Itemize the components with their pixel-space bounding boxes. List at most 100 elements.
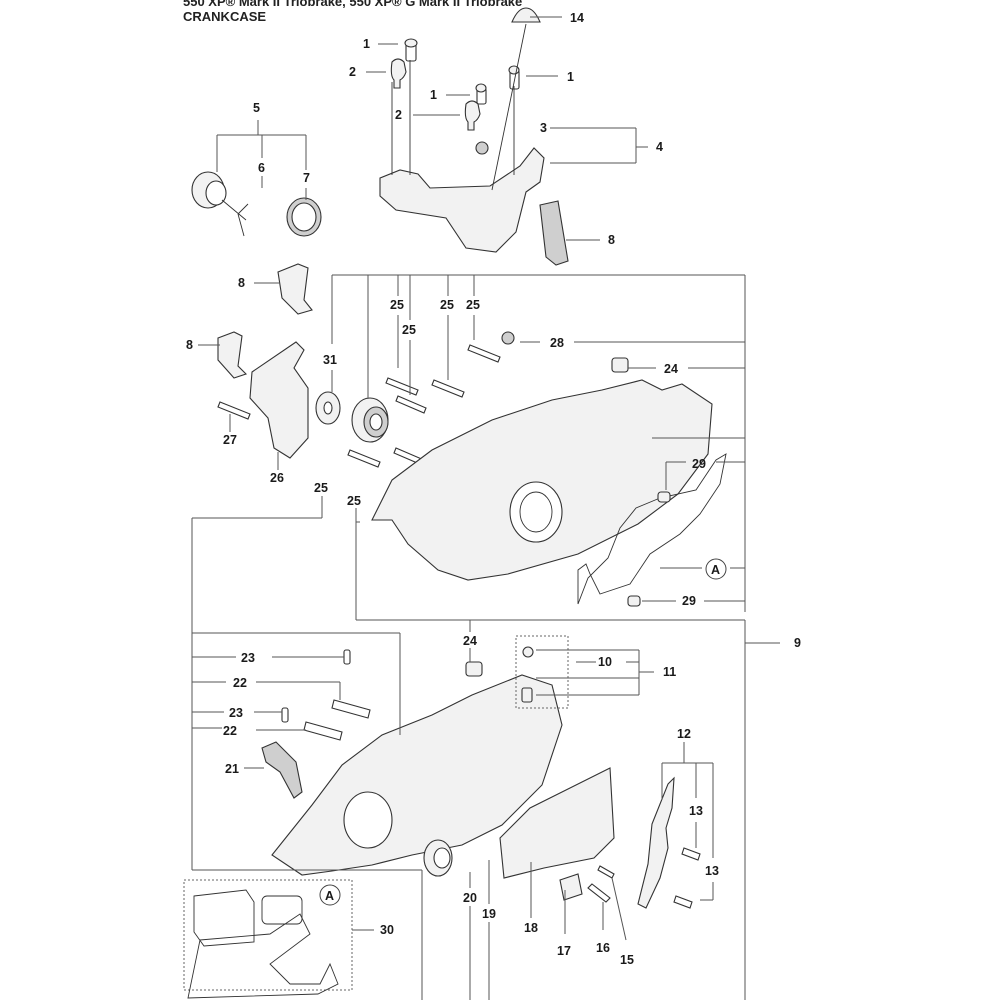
callout-22[interactable]: 22: [223, 724, 237, 738]
part-buffer-14: [511, 7, 541, 23]
callout-12[interactable]: 12: [677, 727, 691, 741]
part-gasket-A-upper: [577, 453, 727, 605]
part-sleeve-24a: [611, 357, 629, 373]
callout-19[interactable]: 19: [482, 907, 496, 921]
callout-15[interactable]: 15: [620, 953, 634, 967]
gasket-cylinder: [193, 889, 255, 947]
callout-28[interactable]: 28: [550, 336, 564, 350]
part-plate-17: [559, 873, 583, 901]
callout-6[interactable]: 6: [258, 161, 265, 175]
part-sleeve-24b: [465, 661, 483, 677]
callout-29[interactable]: 29: [682, 594, 696, 608]
callout-25[interactable]: 25: [466, 298, 480, 312]
callout-27[interactable]: 27: [223, 433, 237, 447]
part-seal-lower: [423, 839, 453, 877]
callout-21[interactable]: 21: [225, 762, 239, 776]
callout-A[interactable]: A: [711, 563, 720, 577]
callout-17[interactable]: 17: [557, 944, 571, 958]
part-screw-15: [597, 865, 615, 879]
callout-13[interactable]: 13: [689, 804, 703, 818]
callout-26[interactable]: 26: [270, 471, 284, 485]
callout-A-marker[interactable]: A: [705, 558, 727, 580]
part-bolt-13b: [673, 895, 693, 909]
part-screw-1a: [404, 38, 418, 62]
callout-23[interactable]: 23: [241, 651, 255, 665]
callout-29[interactable]: 29: [692, 457, 706, 471]
part-dowel-29a: [657, 491, 671, 503]
callout-9[interactable]: 9: [794, 636, 801, 650]
callout-20[interactable]: 20: [463, 891, 477, 905]
gasket-muffler: [261, 895, 303, 925]
part-bolt-25c: [431, 379, 465, 398]
callout-1[interactable]: 1: [363, 37, 370, 51]
callout-25[interactable]: 25: [347, 494, 361, 508]
callout-A-kit-marker[interactable]: A: [319, 884, 341, 906]
diagram-section-title: CRANKCASE: [183, 9, 267, 24]
callout-25[interactable]: 25: [314, 481, 328, 495]
part-cover-18: [499, 767, 615, 879]
callout-23[interactable]: 23: [229, 706, 243, 720]
part-bolt-25e: [347, 449, 381, 468]
callout-14[interactable]: 14: [570, 11, 584, 25]
part-bolt-16: [587, 883, 611, 903]
gasket-kit-box: [183, 879, 353, 991]
callout-18[interactable]: 18: [524, 921, 538, 935]
diagram-model-title: 550 XP® Mark II Triobrake, 550 XP® G Mar…: [183, 0, 523, 9]
part-bolt-13a: [681, 847, 701, 861]
part-handle-bracket-4: [379, 147, 545, 253]
part-strap-6: [221, 199, 249, 237]
callout-16[interactable]: 16: [596, 941, 610, 955]
callout-8[interactable]: 8: [238, 276, 245, 290]
callout-1[interactable]: 1: [567, 70, 574, 84]
part-outlines: [183, 7, 727, 999]
part-oil-cap-5: [191, 171, 227, 209]
callout-13[interactable]: 13: [705, 864, 719, 878]
callout-A[interactable]: A: [325, 889, 334, 903]
callout-31[interactable]: 31: [323, 353, 337, 367]
callout-8[interactable]: 8: [186, 338, 193, 352]
part-bolt-25a: [385, 377, 419, 396]
callout-24[interactable]: 24: [463, 634, 477, 648]
leader-lines: [191, 16, 780, 1000]
part-screw-27: [217, 401, 251, 420]
callout-10[interactable]: 10: [598, 655, 612, 669]
part-screw-1b: [475, 83, 487, 105]
callout-7[interactable]: 7: [303, 171, 310, 185]
part-screw-28: [501, 331, 515, 345]
part-bearing: [351, 397, 389, 443]
part-spring-8a: [277, 263, 313, 315]
part-bolt-25d: [467, 344, 501, 363]
part-chain-catcher-21: [261, 741, 303, 799]
oil-pump-group-box: [515, 635, 569, 709]
callout-11[interactable]: 11: [663, 665, 676, 679]
part-spring-8b: [217, 331, 248, 379]
callout-4[interactable]: 4: [656, 140, 663, 154]
part-bolt-25b: [395, 395, 427, 414]
part-dowel-29b: [627, 595, 641, 607]
gasket-crankcase: [187, 913, 339, 999]
callout-1[interactable]: 1: [430, 88, 437, 102]
part-spring-8c: [539, 200, 569, 266]
part-pin-23b: [281, 707, 289, 723]
part-crankcase-bore-upper: [509, 481, 563, 543]
callout-25[interactable]: 25: [440, 298, 454, 312]
part-guide-26: [249, 341, 309, 459]
part-nut-3: [475, 141, 489, 155]
part-washer-31: [315, 391, 341, 425]
part-clamp-2b: [464, 100, 481, 131]
part-crankcase-upper: [371, 379, 713, 581]
callout-25[interactable]: 25: [390, 298, 404, 312]
part-brake-plate-12: [637, 776, 675, 909]
callout-2[interactable]: 2: [349, 65, 356, 79]
callout-25[interactable]: 25: [402, 323, 416, 337]
callout-2[interactable]: 2: [395, 108, 402, 122]
callout-30[interactable]: 30: [380, 923, 394, 937]
callout-8[interactable]: 8: [608, 233, 615, 247]
callout-3[interactable]: 3: [540, 121, 547, 135]
part-bolt-22a: [331, 699, 371, 719]
callout-24[interactable]: 24: [664, 362, 678, 376]
callout-labels: 1 2 1 2 1 14 3 4 5 6 7 8 8 8 25 25 25 25…: [186, 11, 801, 967]
callout-5[interactable]: 5: [253, 101, 260, 115]
callout-22[interactable]: 22: [233, 676, 247, 690]
